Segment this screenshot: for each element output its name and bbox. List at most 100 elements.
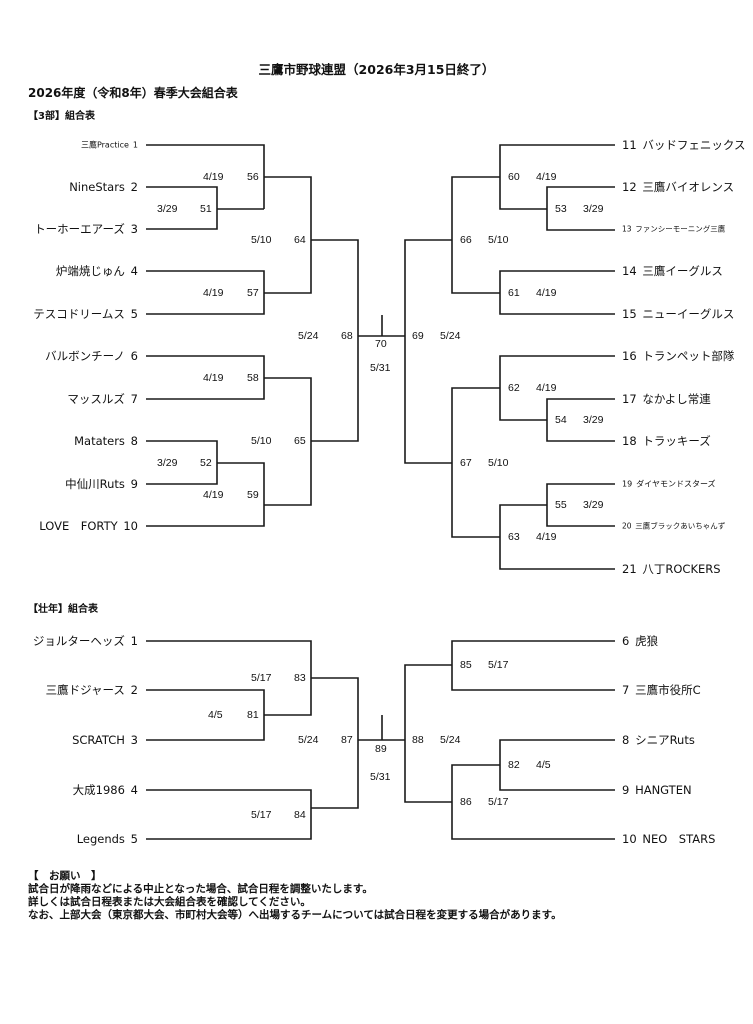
team-right: 17 なかよし常連	[622, 392, 711, 406]
match-number: 53	[555, 203, 567, 215]
team-right: 15 ニューイーグルス	[622, 307, 735, 321]
bracket-line	[146, 270, 265, 315]
match-number: 56	[247, 171, 259, 183]
team-left: Legends 5	[76, 832, 138, 846]
match-number: 51	[200, 203, 212, 215]
match-date: 5/10	[251, 234, 272, 246]
team-left: Mataters 8	[74, 434, 138, 448]
match-date: 5/17	[488, 796, 509, 808]
match-date: 5/24	[298, 330, 319, 342]
team-left: テスコドリームス 5	[33, 307, 138, 321]
match-date: 3/29	[157, 457, 178, 469]
team-right: 10 NEO STARS	[622, 832, 716, 846]
match-date: 4/19	[536, 287, 557, 299]
match-date: 3/29	[583, 414, 604, 426]
match-date: 4/5	[208, 709, 223, 721]
team-right: 20 三鷹ブラックあいちゃんず	[622, 521, 726, 531]
match-number: 61	[508, 287, 520, 299]
notes-block: 【 お願い 】 試合日が降雨などによる中止となった場合、試合日程を調整いたします…	[28, 870, 562, 922]
bracket-line	[451, 640, 615, 691]
match-date: 5/10	[488, 457, 509, 469]
bracket-line	[404, 664, 452, 803]
team-left: SCRATCH 3	[72, 733, 138, 747]
match-date: 4/19	[203, 171, 224, 183]
match-number: 57	[247, 287, 259, 299]
bracket-line	[146, 186, 218, 230]
team-left: 炉端焼じゅん 4	[55, 264, 138, 278]
team-left: NineStars 2	[69, 180, 138, 194]
match-number: 64	[294, 234, 306, 246]
team-right: 12 三鷹バイオレンス	[622, 180, 735, 194]
match-number: 68	[341, 330, 353, 342]
team-right: 19 ダイヤモンドスターズ	[622, 479, 716, 489]
team-right: 14 三鷹イーグルス	[622, 264, 723, 278]
senior-section-label: 【壮年】組合表	[28, 604, 98, 615]
match-date: 4/19	[536, 531, 557, 543]
final-match-number: 70	[375, 338, 387, 350]
match-number: 82	[508, 759, 520, 771]
match-number: 67	[460, 457, 472, 469]
match-number: 66	[460, 234, 472, 246]
team-right: 21 八丁ROCKERS	[622, 562, 721, 576]
team-left: バルボンチーノ 6	[45, 349, 138, 363]
team-right: 18 トラッキーズ	[622, 434, 711, 448]
team-right: 16 トランペット部隊	[622, 349, 735, 363]
team-right: 11 バッドフェニックス	[622, 138, 746, 152]
bracket-line	[264, 377, 312, 506]
bracket-line	[451, 387, 500, 538]
bracket-line	[451, 176, 500, 294]
match-date: 5/17	[251, 672, 272, 684]
page-title: 三鷹市野球連盟（2026年3月15日終了）	[258, 62, 495, 77]
match-date: 5/17	[251, 809, 272, 821]
match-number: 54	[555, 414, 567, 426]
team-right: 9 HANGTEN	[622, 783, 692, 797]
match-number: 69	[412, 330, 424, 342]
notes-heading: 【 お願い 】	[28, 870, 102, 882]
match-number: 62	[508, 382, 520, 394]
match-number: 60	[508, 171, 520, 183]
match-number: 86	[460, 796, 472, 808]
match-date: 4/5	[536, 759, 551, 771]
team-left: LOVE FORTY 10	[39, 519, 138, 533]
match-date: 4/19	[536, 382, 557, 394]
match-date: 5/24	[440, 330, 461, 342]
match-date: 4/19	[536, 171, 557, 183]
bracket-line	[311, 239, 359, 442]
match-date: 3/29	[583, 499, 604, 511]
bracket-line	[546, 186, 615, 231]
bracket-line	[311, 677, 359, 809]
team-right: 6 虎狼	[622, 634, 659, 648]
bracket-line	[451, 764, 615, 840]
team-right: 7 三鷹市役所C	[622, 683, 701, 697]
match-number: 55	[555, 499, 567, 511]
team-left: 大成1986 4	[72, 783, 138, 797]
match-date: 4/19	[203, 287, 224, 299]
team-left: マッスルズ 7	[67, 392, 138, 406]
bracket-line	[404, 239, 452, 464]
match-number: 83	[294, 672, 306, 684]
bracket-line	[499, 270, 615, 315]
final-match-number: 89	[375, 743, 387, 755]
bracket-line	[499, 504, 615, 570]
notes-line: なお、上部大会（東京都大会、市町村大会等）へ出場するチームについては試合日程を変…	[28, 909, 562, 921]
match-date: 4/19	[203, 489, 224, 501]
match-date: 5/10	[251, 435, 272, 447]
match-date: 5/24	[440, 734, 461, 746]
match-date: 5/17	[488, 659, 509, 671]
match-number: 65	[294, 435, 306, 447]
match-number: 88	[412, 734, 424, 746]
match-date: 5/10	[488, 234, 509, 246]
team-left: トーホーエアーズ 3	[34, 222, 138, 236]
bracket-line	[146, 689, 265, 741]
final-match-date: 5/31	[370, 771, 391, 783]
bracket-line	[146, 462, 265, 527]
bracket-line	[264, 176, 312, 294]
team-right: 13 ファンシーモーニング三鷹	[622, 224, 726, 234]
match-number: 58	[247, 372, 259, 384]
match-number: 59	[247, 489, 259, 501]
match-number: 52	[200, 457, 212, 469]
notes-line: 詳しくは試合日程表または大会組合表を確認してください。	[28, 896, 311, 908]
team-left: 中仙川Ruts 9	[65, 477, 138, 491]
match-number: 85	[460, 659, 472, 671]
